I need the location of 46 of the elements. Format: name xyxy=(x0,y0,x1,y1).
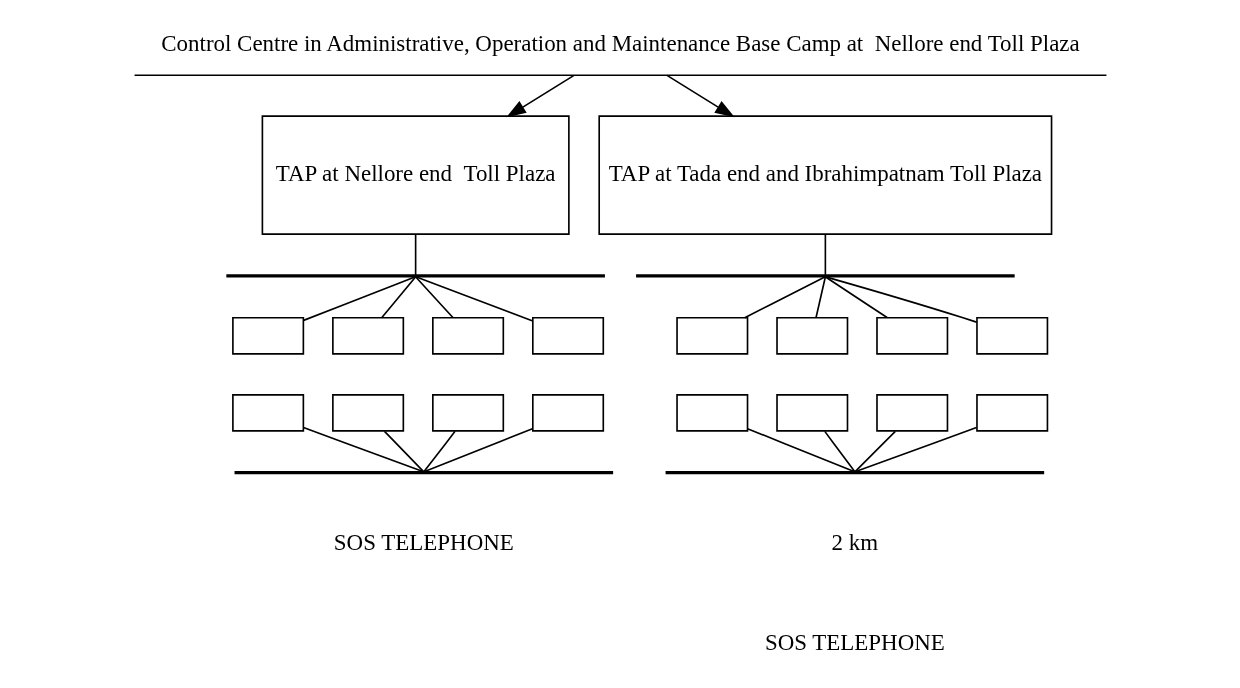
node-box xyxy=(675,316,748,355)
arrow xyxy=(665,74,735,118)
node-box xyxy=(975,394,1048,432)
connector xyxy=(302,426,424,473)
node-box xyxy=(975,316,1048,355)
connector xyxy=(824,233,826,276)
connector xyxy=(383,430,424,473)
node-box xyxy=(331,394,404,432)
connector xyxy=(824,276,888,319)
node-box xyxy=(775,316,848,355)
node-bar xyxy=(665,471,1044,475)
connector xyxy=(422,427,533,473)
node-box xyxy=(875,394,948,432)
label: SOS TELEPHONE xyxy=(333,530,514,556)
node-box xyxy=(331,316,404,355)
connector xyxy=(823,430,855,473)
connector xyxy=(414,276,533,322)
node-box xyxy=(531,394,604,432)
connector xyxy=(302,276,416,322)
connector xyxy=(743,276,826,319)
node-box xyxy=(775,394,848,432)
connector xyxy=(422,430,456,473)
node-bar xyxy=(635,274,1015,278)
node-box xyxy=(431,316,504,355)
connector xyxy=(746,427,855,473)
node-text: Control Centre in Administrative, Operation and Maintenance Base Camp at Nellore end Toll Plaza xyxy=(160,30,1080,56)
node-box xyxy=(231,394,304,432)
connector xyxy=(414,233,416,276)
connector xyxy=(380,276,416,319)
connector xyxy=(853,430,896,473)
node-box xyxy=(531,316,604,355)
node-box xyxy=(875,316,948,355)
node-box: TAP at Nellore end Toll Plaza xyxy=(261,115,570,235)
connector xyxy=(414,276,454,319)
connector xyxy=(824,276,978,324)
label: SOS TELEPHONE xyxy=(764,629,945,655)
arrow xyxy=(505,74,575,118)
connector xyxy=(814,276,826,319)
node-bar xyxy=(234,471,613,475)
connector xyxy=(853,426,977,473)
node-box xyxy=(431,394,504,432)
label: 2 km xyxy=(831,530,878,556)
node-bar xyxy=(225,274,605,278)
node-box: TAP at Tada end and Ibrahimpatnam Toll Plaza xyxy=(597,115,1052,235)
node-box xyxy=(675,394,748,432)
node-box xyxy=(231,316,304,355)
